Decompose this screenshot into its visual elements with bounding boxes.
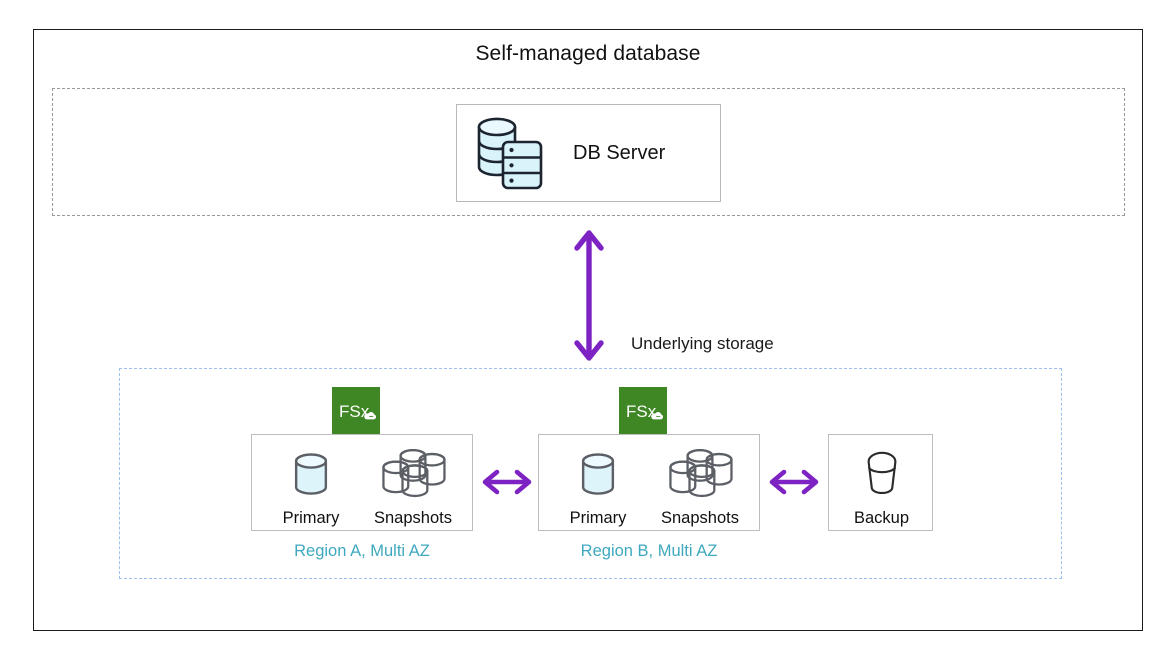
double-headed-vertical-arrow-icon [568, 229, 610, 362]
backup-label: Backup [853, 509, 910, 527]
backup-asset: Backup [829, 444, 934, 528]
page-title: Self-managed database [475, 42, 701, 65]
db-server-label: DB Server [573, 141, 666, 164]
region-b-caption: Region B, Multi AZ [580, 542, 718, 560]
region-b-primary-label: Primary [569, 509, 627, 527]
cylinder-icon [572, 444, 624, 502]
db-server-box[interactable]: DB Server [456, 104, 721, 202]
svg-text:FSx: FSx [339, 402, 370, 421]
backup-box[interactable]: Backup [828, 434, 933, 531]
region-a-caption: Region A, Multi AZ [294, 542, 430, 560]
region-b-asset-snapshots: Snapshots [645, 444, 755, 528]
region-b-box[interactable]: Primary [538, 434, 760, 531]
aws-fsx-logo-region-a: FSx [332, 387, 380, 435]
underlying-storage-label: Underlying storage [631, 334, 774, 353]
arrow-region-a-to-region-b-icon [481, 467, 533, 497]
underlying-storage-zone [119, 368, 1062, 579]
database-server-icon [473, 114, 547, 192]
region-b-asset-primary: Primary [553, 444, 643, 528]
cylinder-stack-icon [372, 444, 454, 502]
arrow-region-b-to-backup-icon [768, 467, 820, 497]
cylinder-icon [285, 444, 337, 502]
region-a-box[interactable]: Primary [251, 434, 473, 531]
aws-fsx-logo-region-b: FSx [619, 387, 667, 435]
region-a-asset-primary: Primary [266, 444, 356, 528]
region-a-primary-label: Primary [282, 509, 340, 527]
region-a-asset-snapshots: Snapshots [358, 444, 468, 528]
self-managed-database-zone [52, 88, 1125, 216]
cylinder-stack-icon [659, 444, 741, 502]
region-b-snapshots-label: Snapshots [661, 509, 739, 527]
svg-text:FSx: FSx [626, 402, 657, 421]
region-a-snapshots-label: Snapshots [374, 509, 452, 527]
bucket-icon [857, 444, 907, 502]
